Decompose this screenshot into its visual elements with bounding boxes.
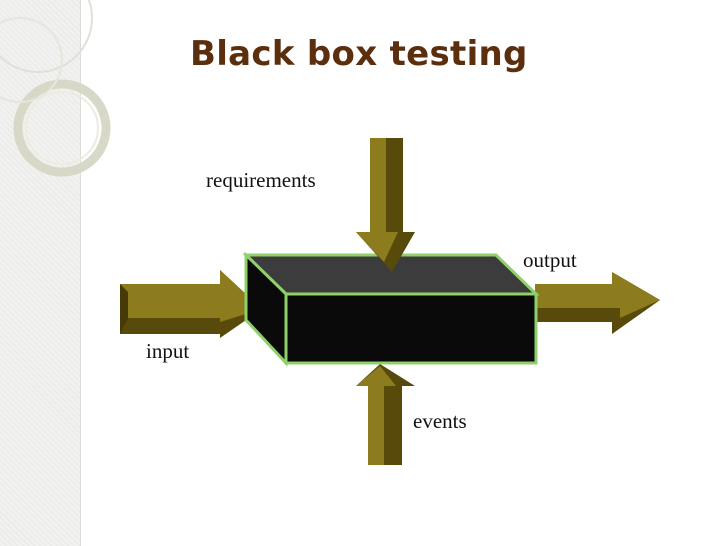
decorative-ring-inner — [25, 91, 99, 165]
slide-title: Black box testing — [190, 34, 528, 74]
requirements-label: requirements — [206, 168, 316, 192]
output-label: output — [523, 248, 577, 272]
decorative-ring-top — [0, 0, 93, 73]
events-label: events — [413, 409, 467, 433]
decorative-ring-small — [0, 17, 63, 103]
requirements-arrow — [356, 138, 415, 272]
events-arrow — [356, 364, 415, 465]
decorative-rings — [0, 0, 111, 177]
decorative-ring-large — [13, 79, 111, 177]
black-box — [242, 251, 540, 367]
black-box-front-face — [284, 292, 538, 365]
output-arrow — [535, 272, 660, 334]
input-label: input — [146, 339, 190, 363]
stripe-divider — [80, 0, 81, 546]
input-arrow — [120, 270, 262, 338]
